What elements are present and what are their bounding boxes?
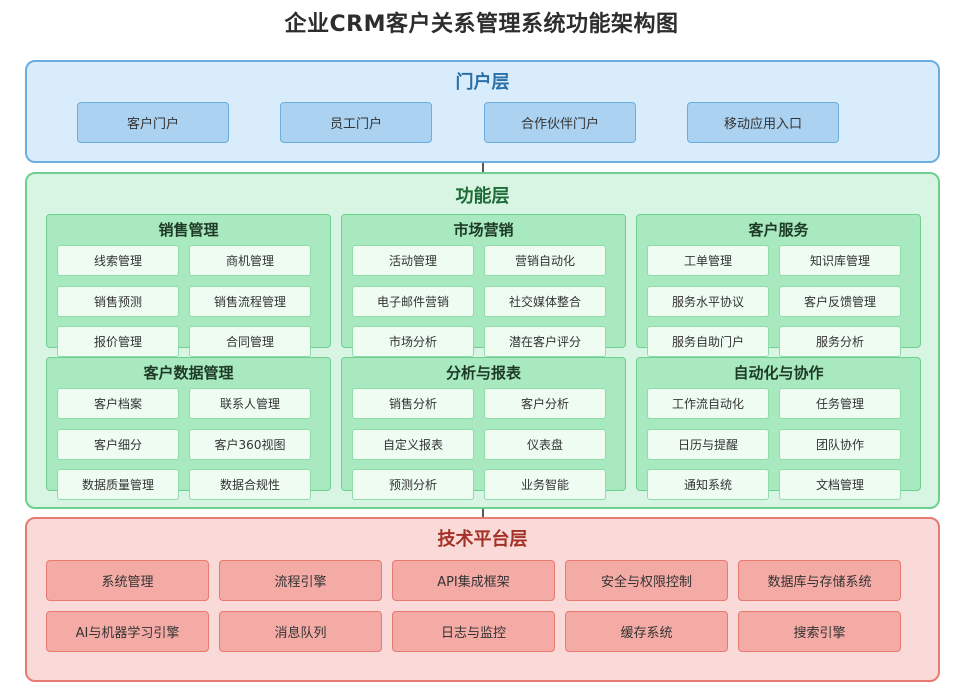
function-item: 自定义报表: [352, 429, 474, 460]
tech-item: API集成框架: [392, 560, 555, 601]
function-item: 预测分析: [352, 469, 474, 500]
function-item: 联系人管理: [189, 388, 311, 419]
tech-platform-layer: 技术平台层 系统管理 流程引擎 API集成框架 安全与权限控制 数据库与存储系统…: [25, 517, 940, 682]
portal-item-mobile: 移动应用入口: [687, 102, 839, 143]
group-automation: 自动化与协作 工作流自动化 任务管理 日历与提醒 团队协作 通知系统 文档管理: [636, 357, 921, 500]
tech-item: 流程引擎: [219, 560, 382, 601]
function-item: 电子邮件营销: [352, 286, 474, 317]
function-item: 客户360视图: [189, 429, 311, 460]
function-item: 文档管理: [779, 469, 901, 500]
function-item: 客户档案: [57, 388, 179, 419]
group-title: 市场营销: [453, 221, 514, 239]
function-item: 任务管理: [779, 388, 901, 419]
function-item: 销售分析: [352, 388, 474, 419]
function-item: 活动管理: [352, 245, 474, 276]
function-layer-title: 功能层: [455, 186, 510, 207]
function-item: 商机管理: [189, 245, 311, 276]
function-item: 知识库管理: [779, 245, 901, 276]
function-item: 工单管理: [647, 245, 769, 276]
tech-item: 缓存系统: [565, 611, 728, 652]
group-title: 分析与报表: [445, 364, 521, 382]
function-item: 服务水平协议: [647, 286, 769, 317]
group-customer-service: 客户服务 工单管理 知识库管理 服务水平协议 客户反馈管理 服务自助门户 服务分…: [636, 214, 921, 357]
tech-item: AI与机器学习引擎: [46, 611, 209, 652]
tech-item: 数据库与存储系统: [738, 560, 901, 601]
portal-item-customer: 客户门户: [77, 102, 229, 143]
group-customer-data: 客户数据管理 客户档案 联系人管理 客户细分 客户360视图 数据质量管理 数据…: [46, 357, 331, 500]
function-item: 客户反馈管理: [779, 286, 901, 317]
function-item: 市场分析: [352, 326, 474, 357]
group-marketing: 市场营销 活动管理 营销自动化 电子邮件营销 社交媒体整合 市场分析 潜在客户评…: [341, 214, 626, 357]
function-item: 数据合规性: [189, 469, 311, 500]
group-title: 客户数据管理: [143, 364, 234, 382]
tech-item: 安全与权限控制: [565, 560, 728, 601]
function-item: 营销自动化: [484, 245, 606, 276]
function-item: 工作流自动化: [647, 388, 769, 419]
tech-layer-title: 技术平台层: [437, 529, 528, 550]
portal-item-employee: 员工门户: [280, 102, 432, 143]
group-sales: 销售管理 线索管理 商机管理 销售预测 销售流程管理 报价管理 合同管理: [46, 214, 331, 357]
tech-item: 搜索引擎: [738, 611, 901, 652]
function-item: 报价管理: [57, 326, 179, 357]
portal-layer-title: 门户层: [455, 72, 510, 93]
diagram-title: 企业CRM客户关系管理系统功能架构图: [284, 12, 679, 37]
connector-function-tech: [482, 509, 484, 517]
function-item: 销售流程管理: [189, 286, 311, 317]
function-item: 线索管理: [57, 245, 179, 276]
group-title: 自动化与协作: [733, 364, 824, 382]
connector-portal-function: [482, 163, 484, 172]
function-item: 合同管理: [189, 326, 311, 357]
group-title: 销售管理: [158, 221, 219, 239]
function-item: 服务分析: [779, 326, 901, 357]
function-item: 潜在客户评分: [484, 326, 606, 357]
function-item: 服务自助门户: [647, 326, 769, 357]
function-item: 业务智能: [484, 469, 606, 500]
function-item: 客户分析: [484, 388, 606, 419]
function-item: 日历与提醒: [647, 429, 769, 460]
tech-item: 系统管理: [46, 560, 209, 601]
function-item: 团队协作: [779, 429, 901, 460]
function-item: 通知系统: [647, 469, 769, 500]
function-item: 销售预测: [57, 286, 179, 317]
function-item: 客户细分: [57, 429, 179, 460]
function-item: 数据质量管理: [57, 469, 179, 500]
function-layer: 功能层 销售管理 线索管理 商机管理 销售预测 销售流程管理 报价管理 合同管理…: [25, 172, 940, 509]
portal-item-partner: 合作伙伴门户: [484, 102, 636, 143]
function-item: 社交媒体整合: [484, 286, 606, 317]
tech-item: 日志与监控: [392, 611, 555, 652]
tech-item: 消息队列: [219, 611, 382, 652]
group-analytics: 分析与报表 销售分析 客户分析 自定义报表 仪表盘 预测分析 业务智能: [341, 357, 626, 500]
group-title: 客户服务: [748, 221, 809, 239]
function-item: 仪表盘: [484, 429, 606, 460]
portal-layer: 门户层 客户门户 员工门户 合作伙伴门户 移动应用入口: [25, 60, 940, 163]
